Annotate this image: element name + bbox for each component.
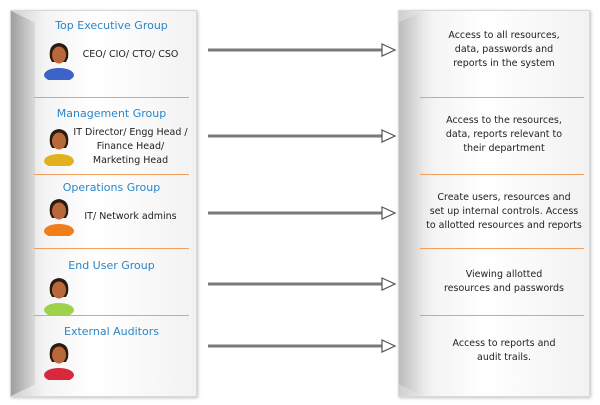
separator [34, 248, 189, 249]
role-line: Marketing Head [92, 155, 169, 166]
group-title-management: Management Group [56, 107, 167, 120]
separator [34, 315, 189, 316]
access-line: data, reports relevant to [445, 129, 563, 140]
access-line: Create users, resources and [437, 192, 571, 203]
person-icon [44, 343, 74, 380]
separator [420, 315, 584, 316]
panel-bevel [11, 11, 35, 396]
access-line: set up internal controls. Access [429, 206, 579, 217]
group-roles: IT Director/ Engg Head / Finance Head/ M… [68, 126, 193, 168]
role-line: CEO/ CIO/ CTO/ CSO [82, 49, 179, 60]
arrow-right-icon [208, 277, 397, 291]
person-icon [44, 278, 74, 315]
group-title-end-user: End User Group [68, 259, 155, 272]
access-line: reports in the system [453, 58, 555, 69]
person-icon [44, 199, 74, 236]
user-groups-panel [10, 10, 197, 397]
access-line: audit trails. [477, 352, 531, 363]
arrow-right-icon [208, 206, 397, 220]
access-line: their department [463, 143, 545, 154]
arrow-right-icon [208, 339, 397, 353]
role-line: IT Director/ Engg Head / [73, 127, 188, 138]
separator [420, 174, 584, 175]
access-line: resources and passwords [443, 283, 564, 294]
arrow-right-icon [208, 129, 397, 143]
access-line: Viewing allotted [465, 269, 543, 280]
access-description: Access to reports and audit trails. [420, 337, 588, 365]
access-description: Access to the resources, data, reports r… [420, 114, 588, 156]
separator [420, 97, 584, 98]
access-description: Access to all resources, data, passwords… [420, 29, 588, 71]
group-roles: IT/ Network admins [68, 210, 193, 224]
role-line: IT/ Network admins [84, 211, 177, 222]
panel-bevel [399, 11, 423, 396]
access-description: Viewing allotted resources and passwords [420, 268, 588, 296]
separator [34, 174, 189, 175]
access-rights-panel [398, 10, 590, 397]
group-title-external-auditors: External Auditors [64, 325, 159, 338]
person-icon [44, 43, 74, 80]
separator [420, 248, 584, 249]
access-line: Access to all resources, [448, 30, 560, 41]
access-line: Access to reports and [452, 338, 556, 349]
access-line: Access to the resources, [446, 115, 562, 126]
arrow-right-icon [208, 43, 397, 57]
separator [34, 97, 189, 98]
person-icon [44, 129, 74, 166]
group-title-operations: Operations Group [62, 181, 161, 194]
group-roles: CEO/ CIO/ CTO/ CSO [68, 48, 193, 62]
access-line: to allotted resources and reports [426, 220, 582, 231]
group-title-top-executive: Top Executive Group [55, 19, 168, 32]
access-description: Create users, resources and set up inter… [420, 191, 588, 233]
role-line: Finance Head/ [96, 141, 165, 152]
access-line: data, passwords and [454, 44, 554, 55]
